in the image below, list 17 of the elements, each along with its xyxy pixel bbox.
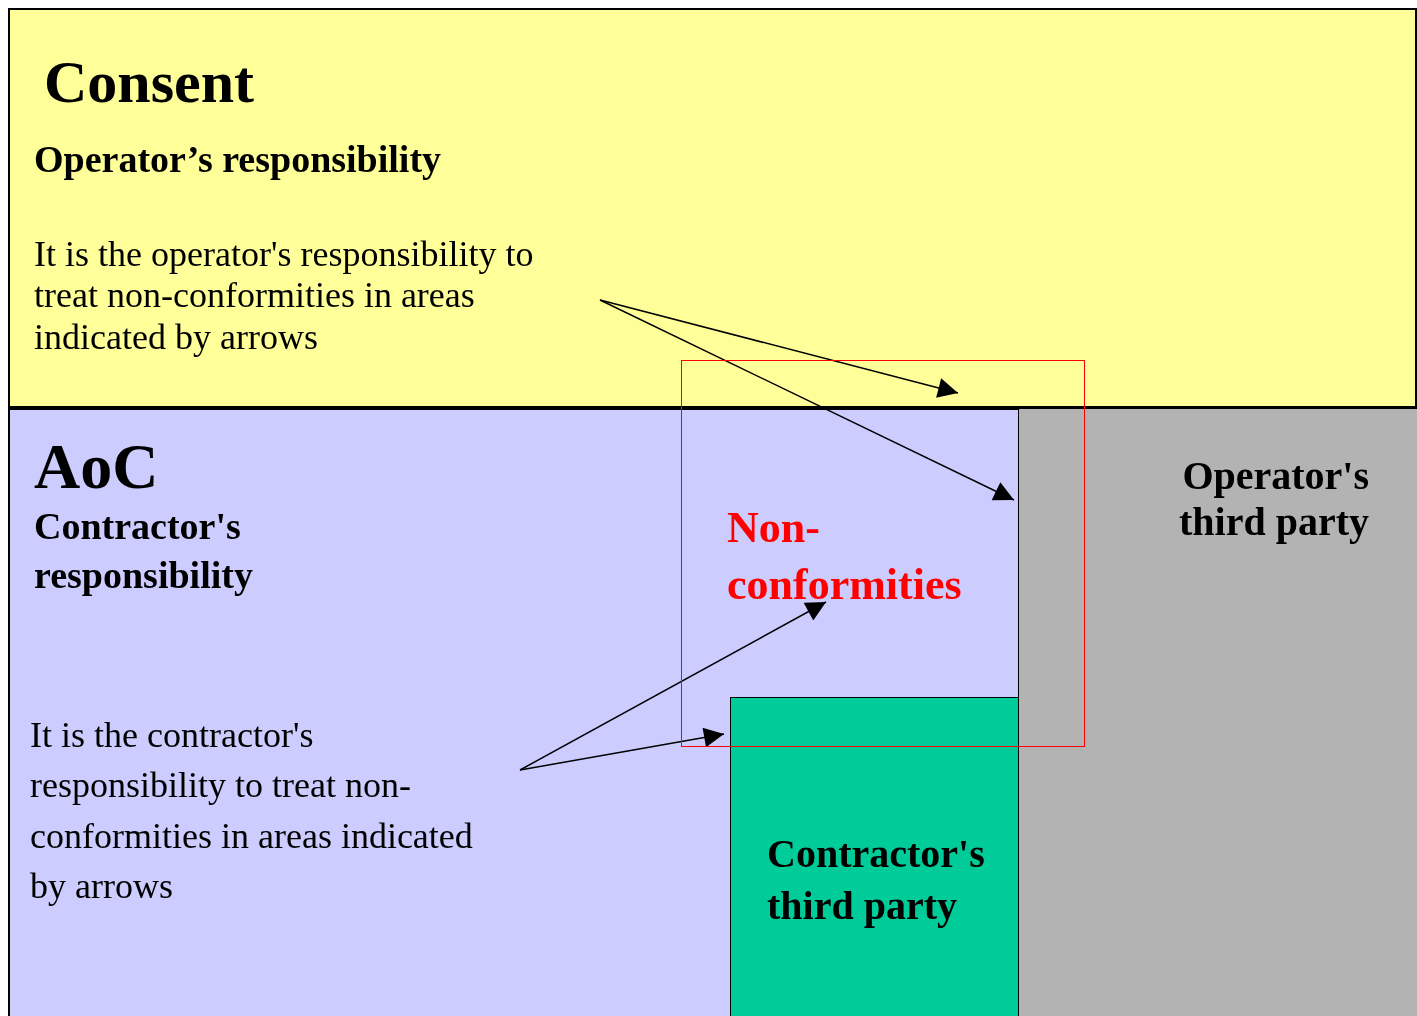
area-subtitle: Contractor's responsibility	[34, 504, 254, 599]
area-title: AoC	[34, 430, 159, 504]
operator-third-party-box	[1018, 408, 1417, 1016]
contractor-third-party-box	[730, 697, 1020, 1016]
note-text: It is the operator's responsibility to treat non-conformities in areas indicated by arrows	[34, 234, 535, 359]
consent-area	[8, 8, 1417, 408]
note-text: It is the contractor's responsibility to treat non-conformities in areas indicated by arrows	[30, 714, 474, 909]
box-label: Operator's third party	[1178, 453, 1369, 545]
area-title: Consent	[44, 48, 255, 117]
frame-label: Non-conformities	[727, 502, 963, 612]
arrow	[599, 299, 1015, 501]
arrow	[519, 601, 827, 771]
area-subtitle: Operator’s responsibility	[34, 138, 442, 182]
non-conformities-frame	[681, 360, 1085, 747]
aoc-area	[8, 408, 1020, 1016]
arrow	[519, 727, 725, 771]
box-label: Contractor's third party	[767, 830, 986, 930]
